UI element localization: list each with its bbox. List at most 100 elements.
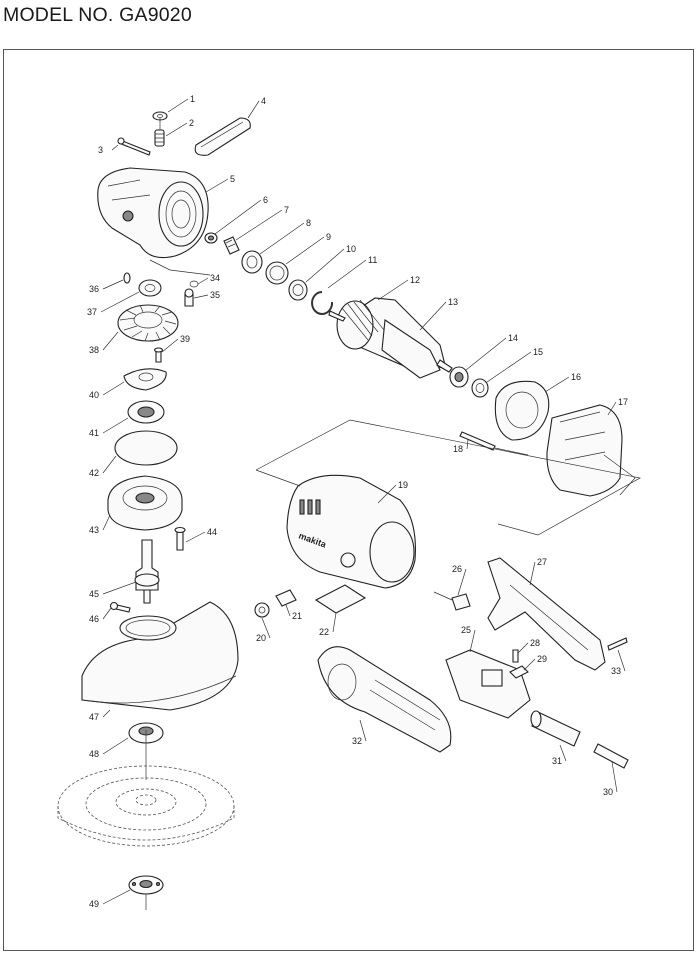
part-number-35: 35 bbox=[210, 290, 220, 300]
leader-line-2 bbox=[165, 122, 188, 137]
part-22-label bbox=[314, 584, 367, 614]
part-number-12: 12 bbox=[410, 275, 420, 285]
part-41-bearing bbox=[127, 400, 165, 424]
leader-line-1 bbox=[167, 98, 189, 113]
part-number-47: 47 bbox=[89, 712, 99, 722]
part-number-22: 22 bbox=[319, 627, 329, 637]
part-number-43: 43 bbox=[89, 525, 99, 535]
part-3-screw bbox=[117, 137, 151, 156]
part-number-20: 20 bbox=[256, 633, 266, 643]
part-47-wheel-guard bbox=[81, 601, 239, 711]
part-26-block bbox=[433, 591, 471, 611]
leader-line-43 bbox=[102, 514, 111, 531]
leader-line-7 bbox=[235, 209, 283, 241]
leader-line-32 bbox=[359, 719, 367, 742]
part-30-rod bbox=[593, 743, 629, 769]
leader-line-36 bbox=[102, 279, 124, 290]
leader-line-33 bbox=[617, 649, 626, 672]
part-17-field bbox=[546, 404, 636, 497]
leader-line-26 bbox=[457, 568, 467, 596]
leader-line-17 bbox=[607, 401, 617, 416]
leader-line-28 bbox=[517, 642, 529, 654]
leader-line-9 bbox=[285, 236, 325, 265]
leader-line-3 bbox=[111, 144, 119, 151]
part-46-screw bbox=[109, 601, 131, 613]
part-49-lock-nut bbox=[128, 875, 164, 895]
part-number-28: 28 bbox=[530, 638, 540, 648]
part-34-oring bbox=[189, 280, 199, 288]
part-number-39: 39 bbox=[180, 334, 190, 344]
leader-line-48 bbox=[102, 737, 129, 755]
part-number-5: 5 bbox=[230, 174, 235, 184]
part-number-1: 1 bbox=[190, 94, 195, 104]
part-45-spindle bbox=[134, 539, 160, 604]
part-37-bearing bbox=[138, 279, 162, 297]
part-6-bearing bbox=[204, 232, 218, 244]
part-number-31: 31 bbox=[552, 756, 562, 766]
part-number-14: 14 bbox=[508, 333, 518, 343]
part-44-screw bbox=[174, 526, 186, 551]
part-32-handle bbox=[317, 646, 452, 753]
leader-line-30 bbox=[611, 761, 618, 793]
part-5-gear-housing bbox=[97, 167, 209, 259]
leader-line-31 bbox=[559, 744, 567, 762]
leader-line-37 bbox=[100, 291, 140, 313]
part-12-13-armature bbox=[328, 297, 453, 379]
leader-line-39 bbox=[161, 338, 179, 353]
part-number-46: 46 bbox=[89, 614, 99, 624]
part-31-side-handle bbox=[530, 710, 581, 747]
part-number-10: 10 bbox=[346, 244, 356, 254]
assembly-axis-lines bbox=[145, 118, 641, 910]
leader-line-41 bbox=[102, 417, 129, 434]
leader-line-20 bbox=[261, 617, 271, 639]
part-number-8: 8 bbox=[306, 218, 311, 228]
part-number-18: 18 bbox=[453, 444, 463, 454]
part-number-45: 45 bbox=[89, 589, 99, 599]
part-9-ring bbox=[265, 261, 289, 285]
leader-line-8 bbox=[259, 222, 305, 255]
part-2-spring bbox=[154, 129, 165, 147]
part-number-6: 6 bbox=[263, 195, 268, 205]
leader-line-12 bbox=[377, 279, 409, 301]
part-number-19: 19 bbox=[398, 480, 408, 490]
leader-line-19 bbox=[377, 484, 397, 504]
part-number-33: 33 bbox=[611, 666, 621, 676]
part-drawings: makita bbox=[57, 111, 641, 910]
part-33-screw bbox=[607, 637, 628, 651]
part-21-carbon-brush bbox=[275, 589, 297, 607]
part-number-7: 7 bbox=[284, 205, 289, 215]
part-16-baffle bbox=[494, 380, 550, 441]
leader-line-16 bbox=[544, 376, 570, 393]
part-29-clamp bbox=[509, 665, 529, 679]
part-18-screw bbox=[459, 431, 496, 451]
part-number-32: 32 bbox=[352, 736, 362, 746]
part-7-pinion bbox=[223, 236, 240, 255]
part-number-17: 17 bbox=[618, 397, 628, 407]
leader-line-27 bbox=[529, 561, 536, 586]
part-number-30: 30 bbox=[603, 787, 613, 797]
part-42-oring bbox=[114, 430, 178, 466]
part-number-44: 44 bbox=[207, 527, 217, 537]
part-number-4: 4 bbox=[261, 96, 266, 106]
part-number-21: 21 bbox=[292, 611, 302, 621]
part-number-34: 34 bbox=[210, 273, 220, 283]
leader-line-47 bbox=[102, 709, 111, 718]
leader-line-25 bbox=[469, 629, 476, 653]
leader-line-49 bbox=[102, 889, 131, 905]
leader-line-38 bbox=[102, 331, 119, 351]
part-14-bearing bbox=[449, 366, 469, 388]
part-number-13: 13 bbox=[448, 297, 458, 307]
part-number-16: 16 bbox=[571, 372, 581, 382]
leader-line-45 bbox=[102, 581, 137, 595]
part-28-screw bbox=[512, 649, 519, 663]
part-25-switch bbox=[445, 649, 531, 719]
leader-line-21 bbox=[285, 604, 291, 617]
part-20-brush-cap bbox=[254, 602, 270, 618]
leader-line-35 bbox=[193, 294, 209, 299]
part-number-15: 15 bbox=[533, 347, 543, 357]
part-number-25: 25 bbox=[461, 625, 471, 635]
part-number-2: 2 bbox=[189, 118, 194, 128]
part-number-38: 38 bbox=[89, 345, 99, 355]
